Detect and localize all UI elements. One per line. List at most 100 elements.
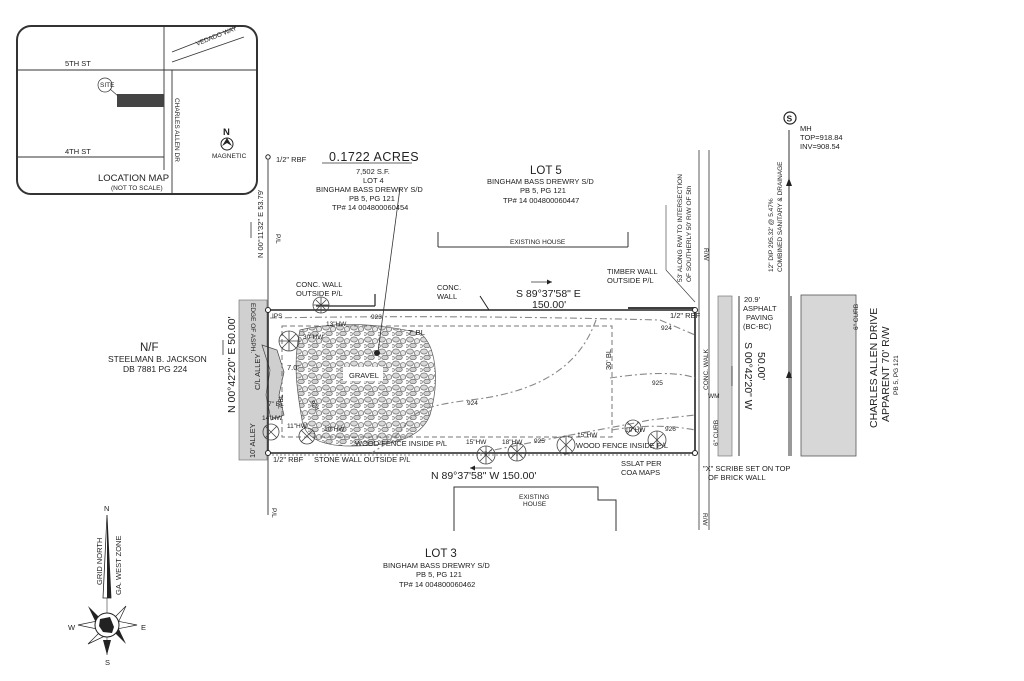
lot3-house-2: HOUSE [523, 501, 547, 508]
contour-923: 923 [371, 314, 382, 321]
scribe-2: OF BRICK WALL [708, 473, 766, 482]
parcel-acres: 0.1722 ACRES [329, 150, 419, 164]
compass-s: S [105, 658, 110, 667]
mh-top: TOP=918.84 [800, 133, 843, 142]
contour-924a: 924 [661, 325, 672, 332]
street-4th: 4TH ST [65, 147, 91, 156]
contour-925a: 925 [652, 380, 663, 387]
rbf-bottom: 1/2" RBF [273, 455, 304, 464]
sidewalk-strip [717, 295, 733, 457]
scribe-1: "X" SCRIBE SET ON TOP [703, 464, 790, 473]
bl-30: 30' BL [604, 349, 613, 370]
road-rw: APPARENT 70' R/W [880, 326, 892, 422]
nf-db: DB 7881 PG 224 [123, 364, 188, 374]
mh-label: MH [800, 124, 812, 133]
road-pb: PB 5, PG 121 [893, 355, 900, 395]
conc-wall-outside-2: OUTSIDE P/L [296, 289, 343, 298]
lot3-pb: PB 5, PG 121 [416, 570, 462, 579]
alley-strip [238, 299, 268, 461]
manhole-icon [783, 111, 797, 125]
rw-label-top: R/W [702, 248, 709, 262]
asphalt-3: (BC-BC) [743, 322, 772, 331]
lot5-title: LOT 5 [530, 165, 562, 177]
north-bearing: S 89°37'58" E [516, 288, 581, 300]
contour-924b: 924 [467, 400, 478, 407]
grid-north: GRID NORTH [95, 538, 104, 585]
asphalt-1: ASPHALT [743, 304, 777, 313]
gravel-label: GRAVEL [349, 371, 379, 380]
site-label: SITE [100, 82, 115, 89]
georgia-state-icon [99, 617, 114, 633]
conc-wall-2: WALL [437, 292, 457, 301]
tree-14hw [262, 423, 280, 441]
lot5-pb: PB 5, PG 121 [520, 186, 566, 195]
along-rw-1: 53' ALONG R/W TO INTERSECTION [677, 174, 684, 282]
compass-n: N [104, 504, 109, 513]
pl-label-top: P/L [274, 234, 281, 244]
timber-wall-1: TIMBER WALL [607, 267, 658, 276]
location-map-title: LOCATION MAP [98, 173, 169, 184]
street-5th: 5TH ST [65, 59, 91, 68]
manhole-symbol: S [787, 114, 793, 124]
alley-label: 10' ALLEY [248, 423, 257, 458]
west-tie-bearing: N 00°11'32" E 53.79' [256, 189, 265, 258]
tree-label-13hw: 13"HW [326, 321, 347, 328]
south-bearing: N 89°37'58" W 150.00' [431, 470, 536, 482]
contour-926: 926 [665, 426, 676, 433]
lot3-house-1: EXISTING [519, 494, 549, 501]
parcel-info: 0.1722 ACRES 7,502 S.F. LOT 4 BINGHAM BA… [316, 150, 423, 212]
bl-7-top: 7' BL [408, 328, 425, 337]
lot5-house: EXISTING HOUSE [510, 239, 566, 246]
lot3-info: LOT 3 BINGHAM BASS DREWRY S/D PB 5, PG 1… [383, 494, 549, 589]
rbf-east: 1/2" RBF [670, 311, 701, 320]
ips-label: IPS [272, 313, 283, 320]
building-line [281, 325, 613, 438]
asphalt-2: PAVING [746, 313, 773, 322]
bl-7-left: 7' BL [278, 394, 285, 409]
tree-label-10hw-b: 10"HW [625, 427, 646, 434]
mh-inv: INV=908.54 [800, 142, 840, 151]
east-bearing: S 00°42'20" W [742, 342, 754, 410]
location-map-subtitle: (NOT TO SCALE) [111, 185, 163, 192]
tree-label-15hw-b: 15"HW [577, 432, 598, 439]
tree-label-30hw: 30"HW [303, 334, 324, 341]
parcel-lot: LOT 4 [363, 176, 384, 185]
nf-owner: STEELMAN B. JACKSON [108, 354, 207, 364]
conc-walk: CONC. WALK [703, 348, 710, 390]
ga-west-zone: GA. WEST ZONE [114, 536, 123, 595]
compass-w: W [68, 623, 76, 632]
road-shaded-strip [800, 294, 857, 457]
conc-wall-outside-1: CONC. WALL [296, 280, 342, 289]
lot3-subdivision: BINGHAM BASS DREWRY S/D [383, 561, 490, 570]
tree-label-11hw: 11"HW [287, 423, 308, 430]
west-bearing: N 00°42'20" E 50.00' [226, 316, 238, 413]
lot5-subdivision: BINGHAM BASS DREWRY S/D [487, 177, 594, 186]
parcel-subdivision: BINGHAM BASS DREWRY S/D [316, 185, 423, 194]
parcel-sf: 7,502 S.F. [356, 167, 390, 176]
tree-label-10hw-a: 10"HW [324, 426, 345, 433]
edge-asph-label: EDGE OF ASPH. [249, 303, 256, 353]
sslat-2: COA MAPS [621, 468, 660, 477]
along-rw-2: OF SOUTHERLY 50' R/W OF 5th [686, 185, 693, 282]
ca-alley-label: C/L ALLEY [253, 354, 262, 390]
compass-e: E [141, 623, 146, 632]
lot5-info: LOT 5 BINGHAM BASS DREWRY S/D PB 5, PG 1… [487, 165, 594, 246]
location-map-north: N [223, 127, 230, 138]
gravel-area [295, 324, 436, 447]
lot3-tp: TP# 14 004800060462 [399, 580, 475, 589]
location-map-frame [16, 25, 258, 195]
asphalt-width: 20.9' [744, 295, 761, 304]
parcel-tp: TP# 14 004800060454 [332, 203, 408, 212]
dist-7: 7.0' [287, 363, 299, 372]
contour-925b: 925 [534, 438, 545, 445]
tree-label-18hw: 18"HW [502, 439, 523, 446]
parcel-pb: PB 5, PG 121 [349, 194, 395, 203]
nf-title: N/F [140, 342, 159, 354]
road-name: CHARLES ALLEN DRIVE [868, 308, 880, 428]
location-map: SITE 5TH ST 4TH ST VEDADO WAY CHARLES AL… [16, 25, 258, 195]
wm-label: WM [708, 393, 720, 400]
curb-6: 6" CURB [713, 420, 720, 446]
site-marker [117, 94, 164, 107]
